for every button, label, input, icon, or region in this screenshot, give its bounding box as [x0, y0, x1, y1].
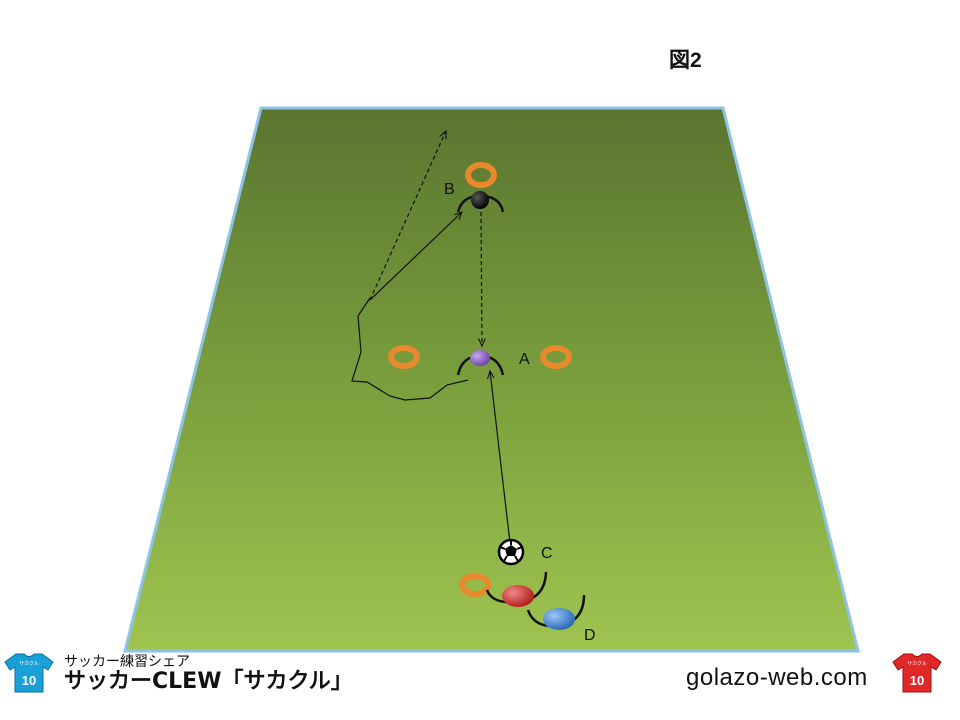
soccer-ball-icon — [497, 538, 525, 566]
player-d — [543, 608, 575, 630]
jersey-left-number: 10 — [22, 673, 36, 688]
brand-title: サッカーCLEW「サカクル」 — [64, 669, 353, 694]
label-b: B — [444, 181, 455, 198]
pass-arrow-b-to-a-dashed — [481, 211, 482, 346]
figure-label: 図2 — [669, 49, 702, 72]
player-a — [470, 350, 490, 366]
run-arrow-dashed — [369, 131, 446, 301]
jersey-logo-left: サカクル 10 — [4, 653, 54, 693]
site-url[interactable]: golazo-web.com — [686, 664, 868, 691]
cone-top — [465, 162, 497, 188]
player-c — [502, 585, 534, 607]
pass-arrow-c-to-a — [490, 371, 511, 544]
jersey-logo-right: サカクル 10 — [892, 653, 942, 693]
player-b — [471, 191, 489, 209]
dribble-path — [351, 297, 469, 401]
label-a: A — [519, 351, 530, 368]
label-d: D — [584, 627, 596, 644]
cone-left — [388, 345, 420, 369]
jersey-left-text: サカクル — [19, 661, 39, 667]
cone-bottom — [459, 573, 491, 597]
pass-arrow-to-b — [369, 212, 462, 301]
cone-right — [540, 345, 572, 369]
brand-subtitle: サッカー練習シェア — [64, 654, 190, 670]
jersey-right-number: 10 — [910, 673, 924, 688]
label-c: C — [541, 545, 553, 562]
jersey-right-text: サカクル — [907, 661, 927, 667]
